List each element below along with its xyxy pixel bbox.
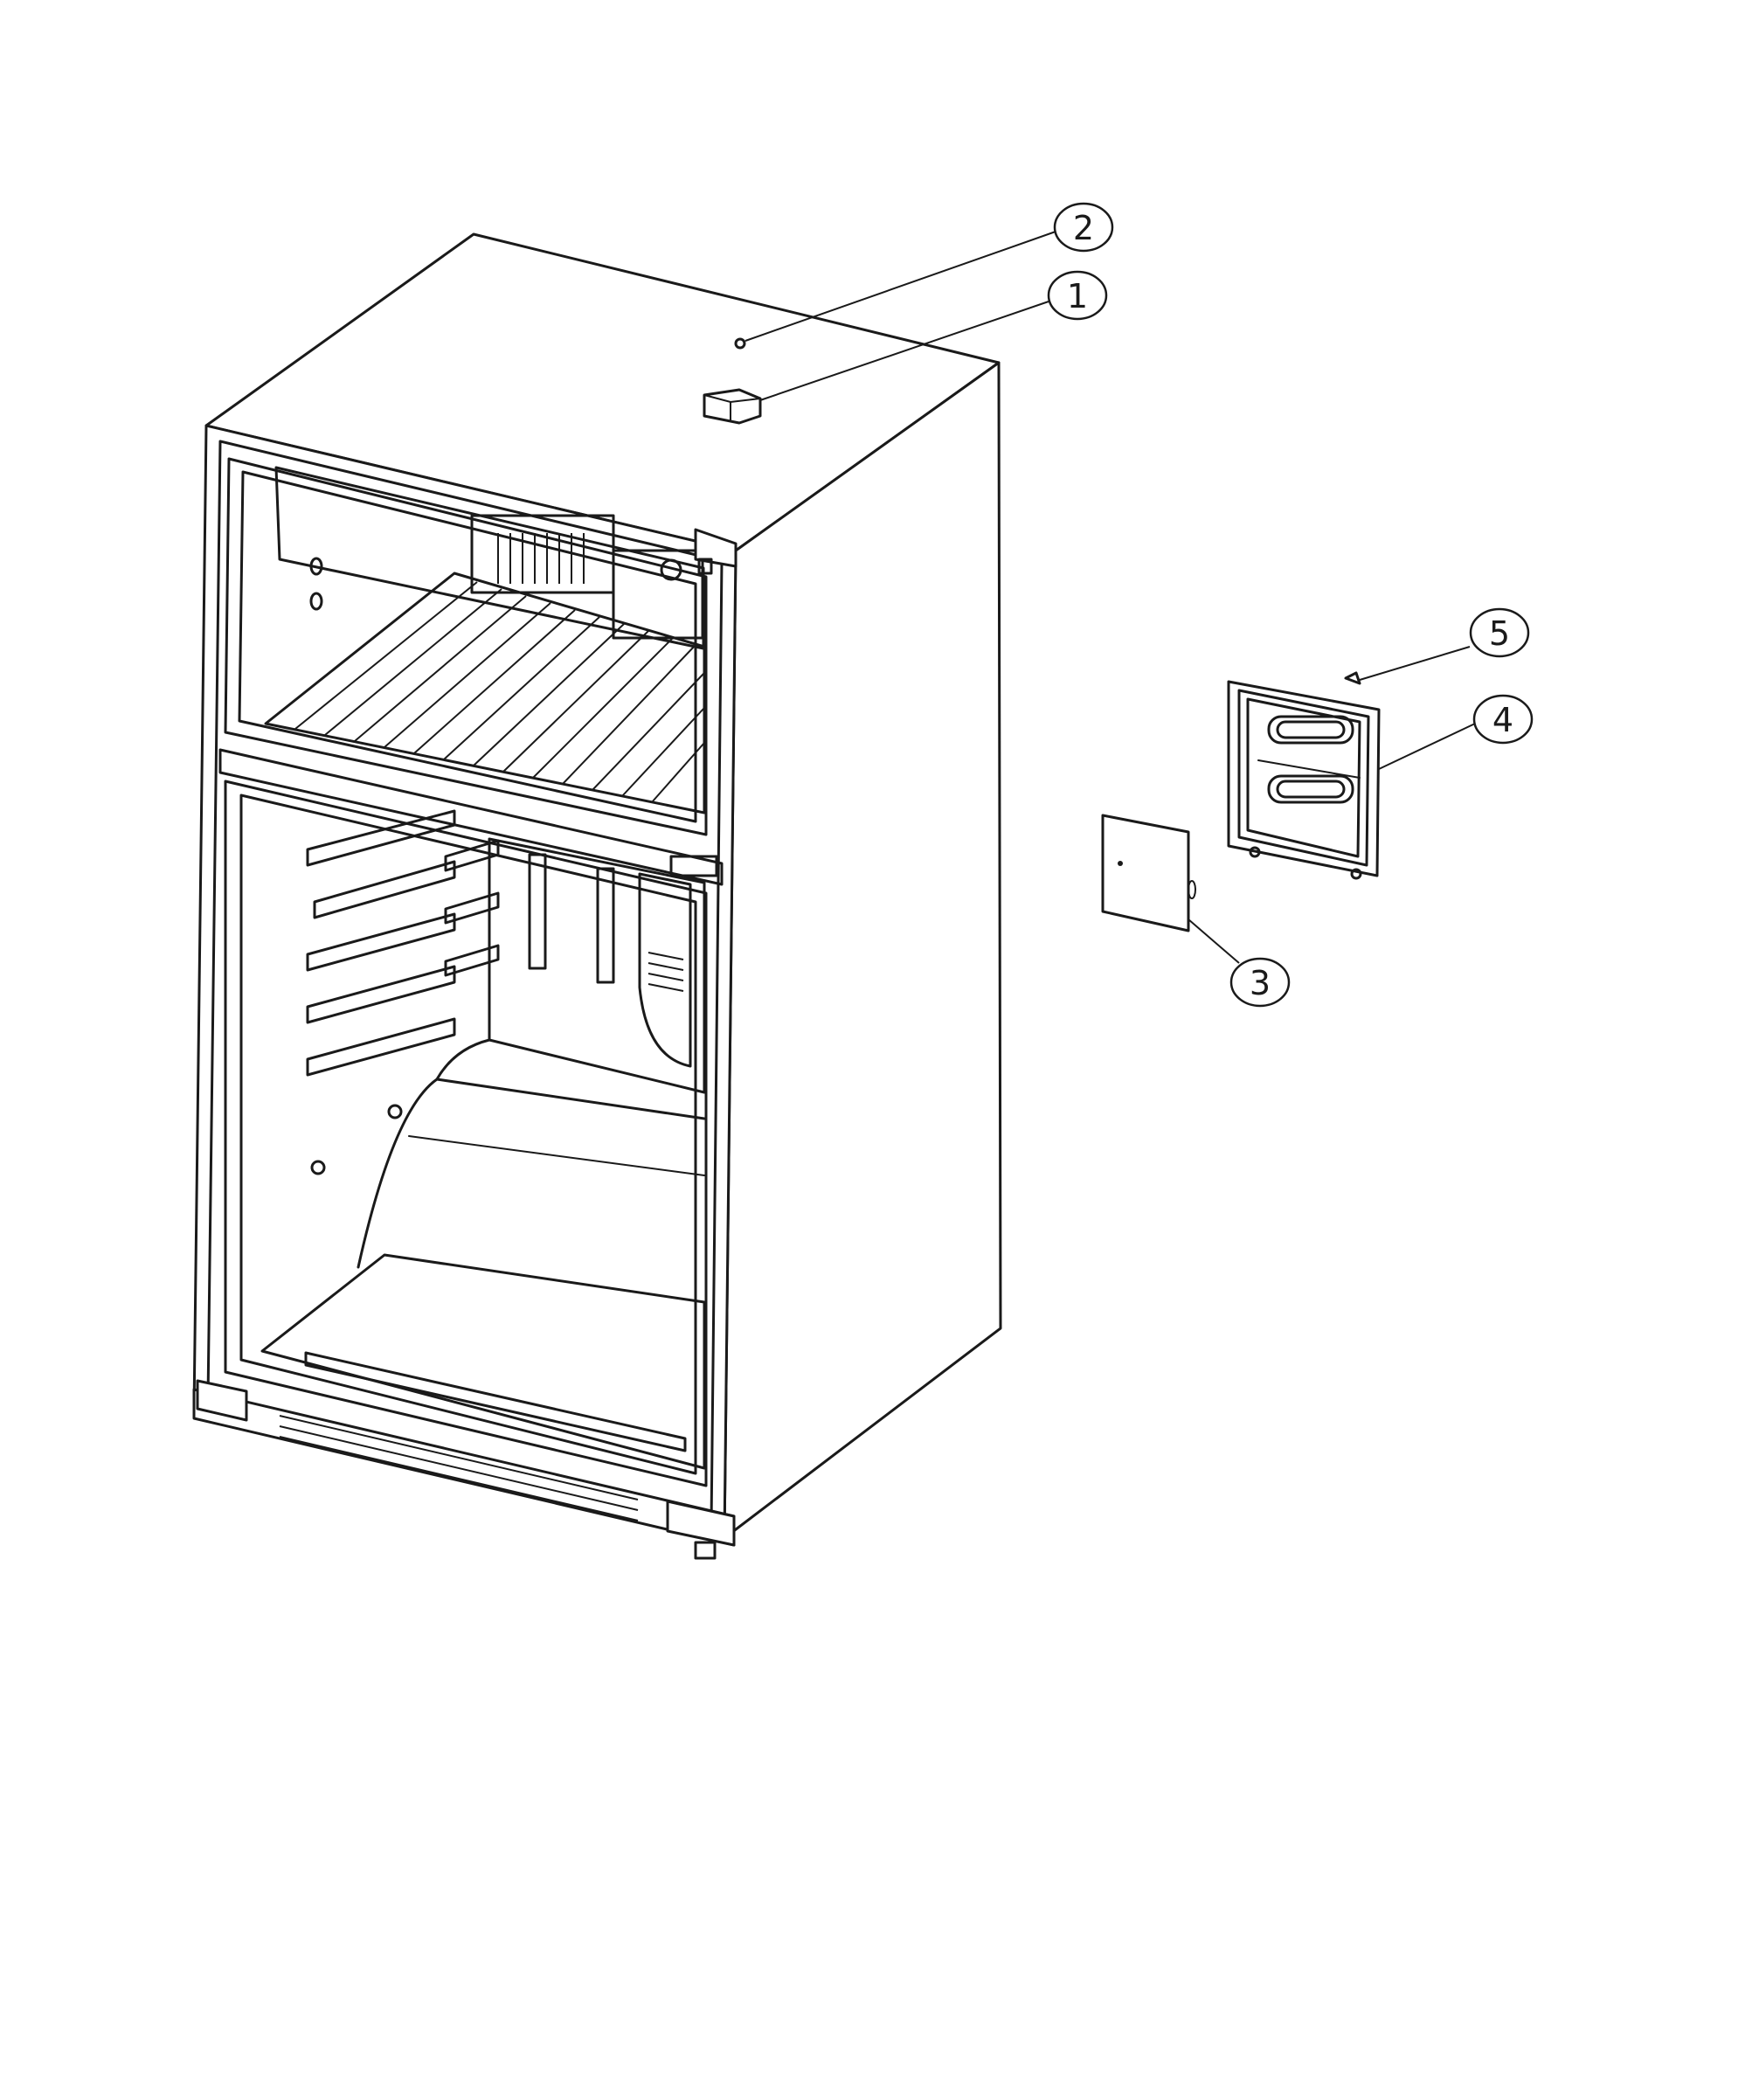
callout-2-label: 2 bbox=[1073, 209, 1094, 247]
callout-3: 3 bbox=[1188, 918, 1291, 1008]
part-2-screw bbox=[734, 337, 746, 350]
callout-5: 5 bbox=[1359, 607, 1530, 681]
callout-3-label: 3 bbox=[1250, 964, 1271, 1002]
freezer-shelf bbox=[264, 572, 706, 814]
freezer-control-housing bbox=[612, 549, 704, 640]
callout-5-label: 5 bbox=[1489, 614, 1510, 653]
top-hinge-pin bbox=[697, 558, 713, 575]
left-foot bbox=[196, 1379, 248, 1422]
shelf-rails bbox=[306, 809, 500, 1077]
fresh-food-mount-a bbox=[387, 1104, 403, 1119]
compartment-divider bbox=[218, 748, 724, 886]
freezer-wall-mount-a bbox=[309, 557, 323, 576]
freezer-shelf-ribs bbox=[294, 581, 705, 803]
leveling-leg bbox=[694, 1541, 717, 1560]
right-hinge-bottom bbox=[666, 1500, 736, 1547]
freezer-opening-inner bbox=[238, 470, 697, 823]
callout-1-label: 1 bbox=[1067, 277, 1088, 315]
top-hinge bbox=[694, 528, 738, 568]
part-3-panel bbox=[1101, 814, 1196, 932]
callout-4: 4 bbox=[1378, 694, 1534, 770]
callout-2: 2 bbox=[744, 202, 1114, 342]
fresh-food-back-wall bbox=[488, 837, 706, 1094]
part-4-tray bbox=[1227, 680, 1381, 880]
callout-4-label: 4 bbox=[1492, 701, 1513, 739]
rear-channels bbox=[528, 853, 615, 984]
part-1-cap bbox=[703, 388, 762, 425]
callout-1: 1 bbox=[759, 270, 1108, 401]
light-grille bbox=[648, 952, 684, 992]
light-housing bbox=[638, 872, 692, 1068]
cabinet-side bbox=[723, 361, 1002, 1540]
freezer-wall-mount-b bbox=[309, 592, 323, 611]
base-grille bbox=[192, 1379, 736, 1560]
bottom-trough bbox=[304, 1351, 687, 1452]
crisper-cover bbox=[357, 1038, 706, 1269]
freezer-vent-slots bbox=[497, 533, 585, 584]
fresh-food-mount-b bbox=[310, 1160, 326, 1175]
refrigerator-cabinet bbox=[192, 232, 1002, 1560]
fresh-food-compartment bbox=[224, 780, 708, 1487]
freezer-compartment bbox=[224, 457, 708, 836]
part-5-screw bbox=[1344, 671, 1361, 685]
hinge-center bbox=[669, 855, 718, 877]
freezer-knob bbox=[660, 558, 682, 581]
base-grille-slots bbox=[279, 1415, 639, 1521]
